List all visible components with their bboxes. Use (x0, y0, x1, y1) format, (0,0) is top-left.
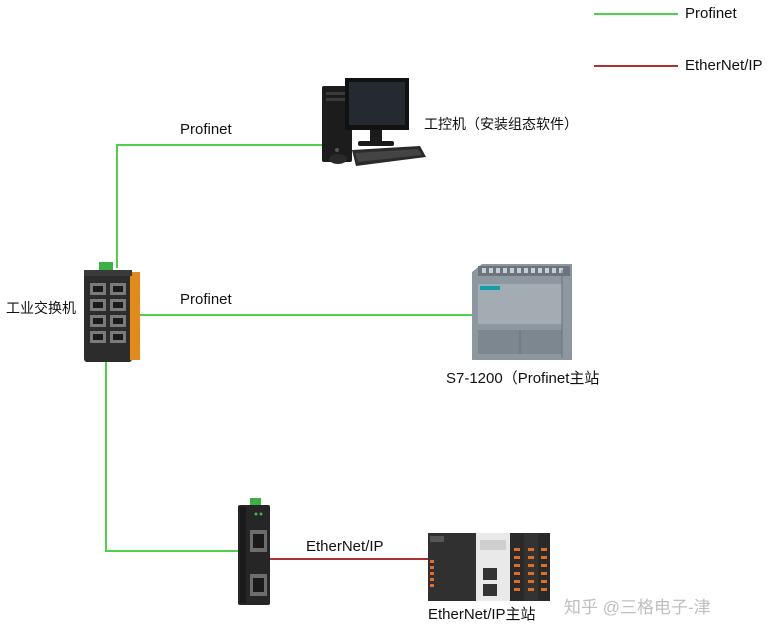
switch-icon (84, 262, 140, 362)
watermark: 知乎 @三格电子-津 (564, 598, 711, 617)
ethernetip-master-plc-icon (428, 533, 550, 601)
node-label-ethernetip-master: EtherNet/IP主站 (428, 606, 536, 623)
node-label-s7-1200: S7-1200（Profinet主站 (446, 370, 600, 387)
link-label-switch-s7: Profinet (180, 291, 232, 308)
link-pc-switch (116, 144, 328, 268)
s7-1200-plc-icon (472, 264, 572, 360)
node-label-pc: 工控机（安装组态软件） (424, 116, 578, 132)
gateway-icon (238, 498, 270, 605)
legend-label-ethernetip: EtherNet/IP (685, 57, 763, 74)
legend-label-profinet: Profinet (685, 5, 737, 22)
pc-icon (322, 78, 426, 166)
link-label-gateway-eip: EtherNet/IP (306, 538, 384, 555)
node-label-switch: 工业交换机 (6, 300, 76, 316)
link-label-pc-switch: Profinet (180, 121, 232, 138)
link-switch-gateway (105, 362, 238, 552)
